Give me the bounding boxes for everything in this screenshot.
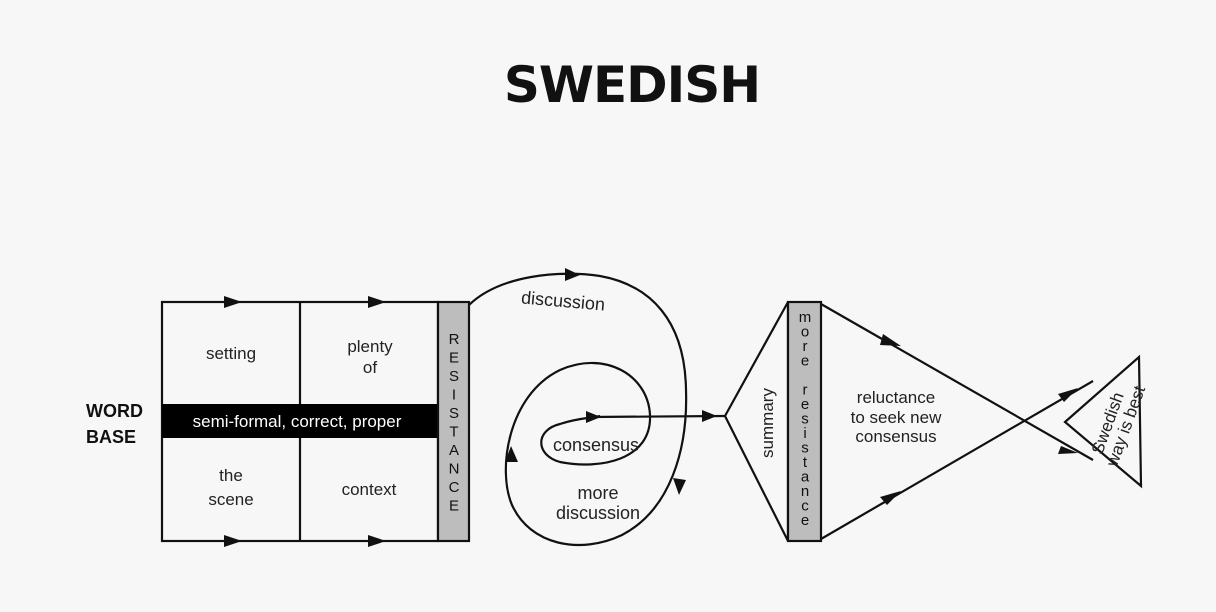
vertical-letter: R	[449, 331, 460, 348]
vertical-letter: t	[803, 454, 808, 471]
arrow-right-icon	[702, 410, 717, 422]
arrow-right-icon	[565, 268, 580, 281]
arrow-right-icon	[224, 296, 242, 308]
word-base-label-line1: WORD	[86, 401, 143, 421]
vertical-letter: e	[801, 396, 809, 413]
cell-scene: scene	[208, 490, 253, 509]
discussion-spiral: discussion consensus more discussion	[468, 268, 726, 547]
vertical-letter: N	[449, 461, 460, 478]
more-discussion-label: discussion	[556, 503, 640, 523]
consensus-label: consensus	[553, 435, 639, 455]
summary-triangle: summary	[723, 301, 790, 542]
arrow-diag-down-icon	[1058, 446, 1078, 454]
lower-diagonal	[820, 380, 1094, 540]
upper-diagonal	[820, 303, 1094, 461]
swedish-way-triangle: Swedish way is best	[1063, 354, 1149, 489]
reluctance-line3: consensus	[855, 427, 936, 446]
more-resistance-rect	[786, 300, 823, 543]
reluctance-line2: to seek new	[851, 408, 942, 427]
spiral-path	[468, 272, 688, 547]
arrow-right-icon	[368, 296, 386, 308]
more-label: more	[577, 483, 618, 503]
vertical-letter: r	[803, 338, 808, 355]
vertical-letter: n	[801, 483, 809, 500]
arrow-right-icon	[368, 535, 386, 547]
band-label: semi-formal, correct, proper	[193, 412, 402, 431]
cell-of: of	[363, 358, 377, 377]
vertical-letter: r	[803, 382, 808, 399]
vertical-letter: S	[449, 405, 459, 422]
vertical-letter: s	[801, 411, 809, 428]
vertical-letter: A	[449, 442, 459, 459]
summary-shape	[723, 301, 790, 542]
discussion-label: discussion	[520, 287, 605, 314]
arrow-right-icon	[586, 411, 601, 423]
arrow-down-icon	[673, 478, 686, 495]
vertical-letter: c	[801, 498, 809, 515]
word-base-grid: semi-formal, correct, proper setting ple…	[160, 296, 440, 547]
vertical-letter: s	[801, 440, 809, 457]
vertical-letter: E	[449, 350, 459, 367]
vertical-letter: C	[449, 479, 460, 496]
vertical-letter: o	[801, 324, 809, 341]
arrow-diag-up-icon	[880, 491, 901, 505]
vertical-letter: T	[449, 424, 458, 441]
reluctance-shape: reluctance to seek new consensus	[820, 303, 1094, 540]
cell-setting: setting	[206, 344, 256, 363]
word-base-label-line2: BASE	[86, 427, 136, 447]
arrow-diag-down-icon	[880, 334, 901, 346]
cell-plenty: plenty	[347, 337, 393, 356]
cell-the: the	[219, 466, 243, 485]
arrow-up-icon	[505, 446, 518, 462]
vertical-letter: E	[449, 498, 459, 515]
arrow-diag-up-icon	[1058, 388, 1078, 402]
final-triangle-shape	[1063, 354, 1143, 489]
vertical-letter: a	[801, 469, 810, 486]
summary-label: summary	[758, 388, 777, 458]
vertical-letter: I	[452, 387, 456, 404]
vertical-letter: m	[799, 309, 812, 326]
reluctance-line1: reluctance	[857, 388, 935, 407]
resistance-rect	[436, 300, 471, 543]
diagram-title: SWEDISH	[504, 56, 760, 114]
arrow-right-icon	[224, 535, 242, 547]
vertical-letter: e	[801, 512, 809, 529]
cell-context: context	[342, 480, 397, 499]
vertical-letter: i	[803, 425, 806, 442]
vertical-letter: S	[449, 368, 459, 385]
band-bar	[162, 404, 438, 438]
vertical-letter: e	[801, 353, 809, 370]
